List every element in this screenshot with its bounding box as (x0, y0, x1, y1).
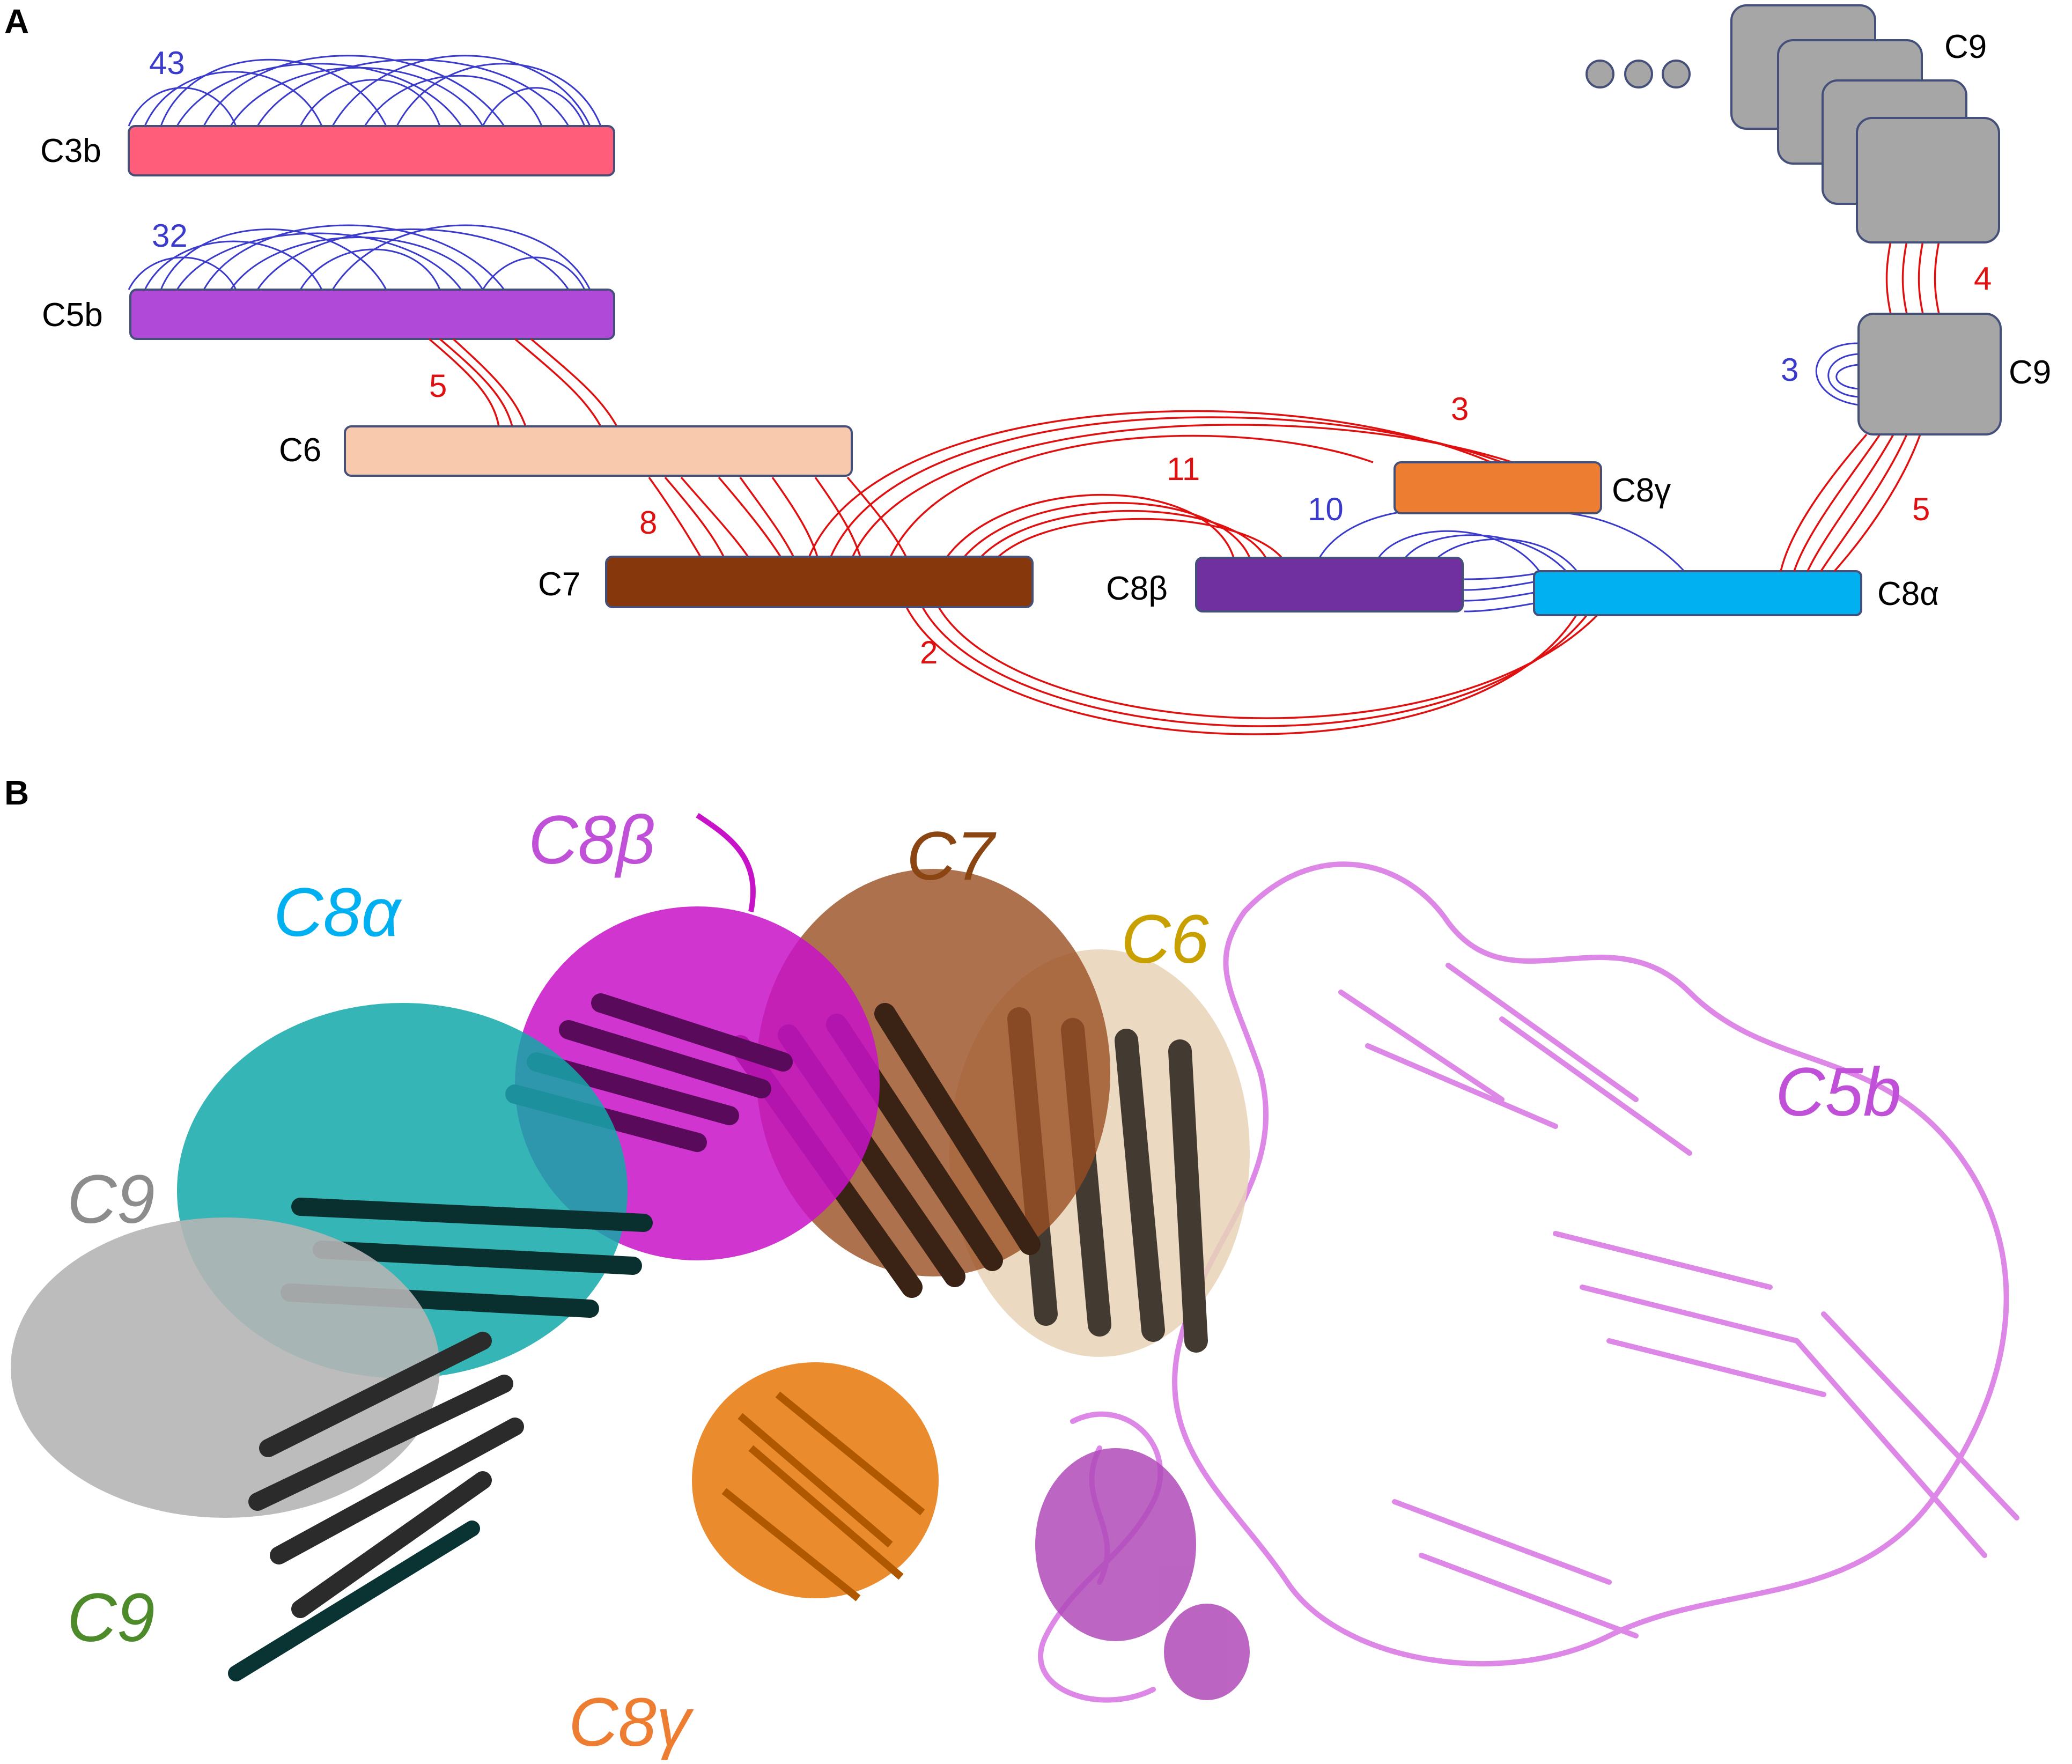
c9-box (1857, 313, 2002, 436)
c9-c8a-links (1780, 433, 1921, 572)
c7-label: C7 (538, 566, 580, 603)
c9-stack-label: C9 (1944, 28, 1987, 65)
panel-a-letter: A (4, 2, 29, 41)
c5b-intra-links (128, 224, 591, 290)
ellipsis-dots-icon (1586, 60, 1691, 88)
c9-structure (11, 1217, 524, 1681)
c8a-label: C8α (1877, 575, 1939, 612)
c7-c8b-count: 11 (1167, 451, 1200, 487)
c3b-label: C3b (40, 132, 101, 169)
c6-label: C6 (279, 432, 321, 469)
c6-c8-count: 3 (1451, 391, 1469, 427)
c9-c9-links (1885, 241, 1940, 314)
c7-c8a-links (905, 607, 1599, 735)
c8b-label: C8β (1106, 570, 1168, 607)
c8g-box (1393, 461, 1602, 514)
c3b-intra-links (128, 55, 602, 127)
c5b-label: C5b (42, 297, 103, 334)
c9-intra-count: 3 (1781, 352, 1798, 388)
c9-intra-links (1815, 342, 1859, 406)
c5b-structure-label: C5b (1775, 1054, 1901, 1131)
panel-b: B (4, 773, 2019, 1761)
c7-c8b-links (938, 494, 1283, 570)
c8b-box (1195, 557, 1464, 612)
c9-c9-count: 4 (1974, 261, 1992, 297)
c5b-c6-count: 5 (429, 368, 447, 404)
c8-intra-count: 10 (1308, 491, 1344, 527)
c8a-box (1533, 570, 1862, 616)
c8a-structure-label: C8α (274, 874, 402, 951)
protein-structure (11, 813, 2019, 1703)
c9-stack (1730, 4, 2000, 243)
c7-structure-label: C7 (906, 818, 997, 895)
c6-structure-label: C6 (1121, 901, 1209, 978)
c8b-structure-label: C8β (528, 802, 655, 879)
c3b-intra-count: 43 (149, 45, 185, 81)
c7-box (605, 556, 1034, 608)
c8g-structure-label: C8γ (569, 1684, 695, 1761)
c6-c7-count: 8 (639, 505, 657, 541)
c6-c7-links (648, 476, 913, 570)
c9-top-structure-label: C9 (67, 1161, 155, 1238)
panel-b-letter: B (4, 773, 29, 812)
c5b-c6-links (428, 338, 618, 427)
c9-c8a-count: 5 (1912, 491, 1930, 527)
c9-label: C9 (2009, 354, 2051, 391)
panel-a: A C3b 43 (4, 2, 2051, 735)
c6-c8-links (803, 410, 1513, 570)
c5b-box (129, 289, 615, 340)
c7-c8a-count: 2 (920, 634, 938, 670)
c9-bottom-structure-label: C9 (67, 1580, 155, 1656)
c8g-structure (692, 1362, 939, 1601)
c6-box (344, 425, 853, 477)
c5b-intra-count: 32 (152, 218, 188, 254)
c8g-label: C8γ (1612, 472, 1671, 509)
c3b-box (128, 125, 615, 176)
